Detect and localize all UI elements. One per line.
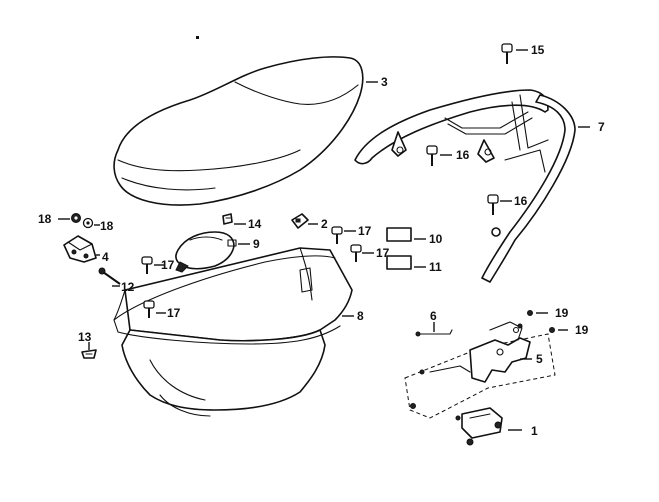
latch-rod-6 [415,322,453,337]
rear-carrier-part [354,89,576,283]
actuator-1 [455,407,503,446]
bolt-16-b [487,194,499,215]
screw-12 [98,267,121,285]
pad-10 [386,227,412,242]
carrier-mount-hole [484,148,492,156]
callout-1: 1 [531,424,538,438]
callout-5: 5 [536,352,543,366]
storage-light-part [175,231,237,273]
clip-2 [291,213,309,229]
callout-15: 15 [531,43,545,57]
bolt-17-c [141,256,153,274]
carrier-mount-hole [396,146,404,154]
callout-9: 9 [253,237,260,251]
callout-12: 12 [121,280,135,294]
storage-box-part [113,247,353,417]
callout-11: 11 [429,260,442,274]
callout-3: 3 [381,75,388,89]
callout-7: 7 [598,120,605,134]
callout-13: 13 [78,330,92,344]
screw-19-b [549,327,555,333]
callout-2: 2 [321,217,328,231]
carrier-mount-hole [491,227,501,237]
bolt-17-d [143,300,155,318]
bolt-15 [501,43,513,64]
callout-16b: 16 [514,194,528,208]
callout-18a: 18 [38,212,52,226]
bolt-16-a [426,145,438,166]
bolt-17-b [350,244,362,262]
bolt-17-a [331,226,343,244]
callout-17c: 17 [161,258,175,272]
callout-8: 8 [357,309,364,323]
callout-4: 4 [102,250,109,264]
latch-bracket-5 [410,321,531,409]
nut-18-a [71,213,81,223]
callout-19b: 19 [575,323,589,337]
pad-11 [386,255,412,270]
bracket-4 [63,235,97,263]
callout-14: 14 [248,217,262,231]
stray-mark [196,36,199,39]
callout-17a: 17 [358,224,372,238]
screw-19-a [527,310,533,316]
seat-part [113,56,364,206]
spring-clip-13 [81,342,97,359]
callout-18b: 18 [100,219,114,233]
nut-18-b [82,217,94,229]
callout-10: 10 [429,232,443,246]
callout-19a: 19 [555,306,569,320]
callout-16a: 16 [456,148,470,162]
callout-17d: 17 [167,306,181,320]
switch-14 [222,213,233,225]
callout-6: 6 [430,309,437,323]
